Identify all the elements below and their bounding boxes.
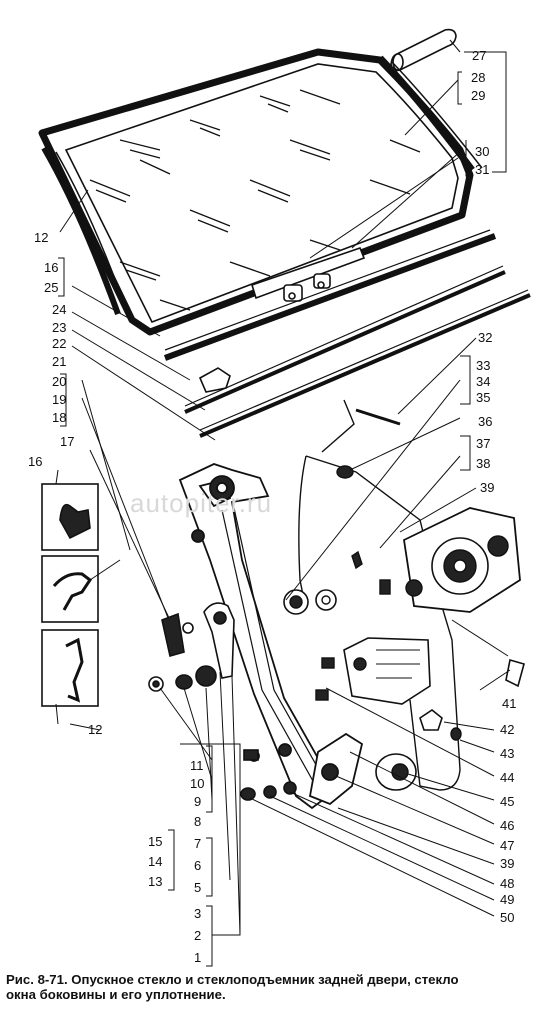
callout-49: 49 (500, 892, 514, 907)
callout-22: 22 (52, 336, 66, 351)
caption-line-2: окна боковины и его уплотнение. (6, 987, 226, 1002)
callout-6: 6 (194, 858, 201, 873)
callout-25: 25 (44, 280, 58, 295)
regulator-rail (178, 463, 364, 810)
regulator-small-parts (148, 602, 297, 801)
callout-33: 33 (476, 358, 490, 373)
callout-24: 24 (52, 302, 66, 317)
callout-41: 41 (502, 696, 516, 711)
callout-14: 14 (148, 854, 162, 869)
callout-3: 3 (194, 906, 201, 921)
callout-9: 9 (194, 794, 201, 809)
callout-39-top: 39 (480, 480, 494, 495)
callout-16-detail: 16 (28, 454, 42, 469)
callout-17: 17 (60, 434, 74, 449)
figure-caption: Рис. 8-71. Опускное стекло и стеклоподъе… (6, 972, 550, 1002)
glass-lower-channel (251, 246, 366, 302)
callout-12-detail: 12 (88, 722, 102, 737)
callout-1: 1 (194, 950, 201, 965)
callout-42: 42 (500, 722, 514, 737)
callout-32: 32 (478, 330, 492, 345)
beltline-seals (163, 229, 531, 438)
callout-18: 18 (52, 410, 66, 425)
callout-47: 47 (500, 838, 514, 853)
callout-11: 11 (190, 758, 204, 773)
callout-19: 19 (52, 392, 66, 407)
leader-lines-lower (69, 337, 511, 936)
callout-36: 36 (478, 414, 492, 429)
callout-2: 2 (194, 928, 201, 943)
callout-46: 46 (500, 818, 514, 833)
callout-44: 44 (500, 770, 514, 785)
callout-29: 29 (471, 88, 485, 103)
watermark-text: autopiter.ru (130, 488, 273, 518)
callout-23: 23 (52, 320, 66, 335)
callout-43: 43 (500, 746, 514, 761)
cable-and-drive (283, 399, 525, 791)
callout-21: 21 (52, 354, 66, 369)
callout-31: 31 (475, 162, 489, 177)
callout-7: 7 (194, 836, 201, 851)
callout-15: 15 (148, 834, 162, 849)
callout-50: 50 (500, 910, 514, 925)
callout-30: 30 (475, 144, 489, 159)
callout-28: 28 (471, 70, 485, 85)
callout-8: 8 (194, 814, 201, 829)
callout-27: 27 (472, 48, 486, 63)
callout-38: 38 (476, 456, 490, 471)
callout-13: 13 (148, 874, 162, 889)
callout-48: 48 (500, 876, 514, 891)
callout-labels: 27 28 29 30 31 12 16 25 24 23 22 21 20 1… (28, 48, 516, 965)
callout-35: 35 (476, 390, 490, 405)
caption-line-1: Рис. 8-71. Опускное стекло и стеклоподъе… (6, 972, 459, 987)
sleeve-part-27 (390, 28, 457, 72)
leader-lines-upper (59, 39, 463, 621)
callout-39-bottom: 39 (500, 856, 514, 871)
guide-rail-28-31 (377, 55, 483, 173)
callout-20: 20 (52, 374, 66, 389)
callout-16-top: 16 (44, 260, 58, 275)
callout-5: 5 (194, 880, 201, 895)
callout-10: 10 (190, 776, 204, 791)
callout-34: 34 (476, 374, 490, 389)
seal-section-boxes (41, 469, 99, 725)
callout-37: 37 (476, 436, 490, 451)
callout-12-top: 12 (34, 230, 48, 245)
callout-45: 45 (500, 794, 514, 809)
